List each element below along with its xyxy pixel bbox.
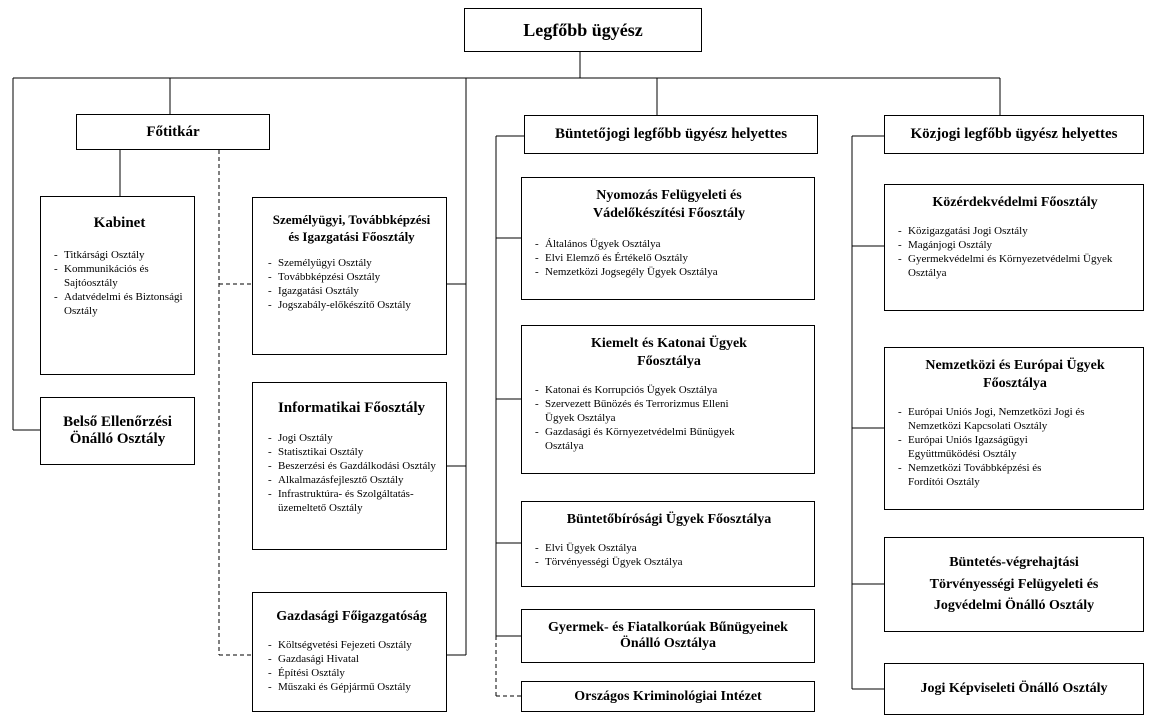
kriminologiai-title: Országos Kriminológiai Intézet xyxy=(574,688,762,704)
kriminologiai-box: Országos Kriminológiai Intézet xyxy=(521,681,815,712)
list-item: Európai Uniós Jogi, Nemzetközi Jogi és N… xyxy=(897,405,1127,433)
gazdasagi-title: Gazdasági Főigazgatóság xyxy=(276,609,427,624)
nemzetkozi-box: Nemzetközi és Európai Ügyek Főosztálya E… xyxy=(884,347,1144,510)
nemzetkozi-list: Európai Uniós Jogi, Nemzetközi Jogi és N… xyxy=(897,405,1133,489)
list-item: Gyermekvédelmi és Környezetvédelmi Ügyek… xyxy=(897,252,1121,280)
list-item: Személyügyi Osztály xyxy=(267,256,436,270)
buntetobirosagi-list: Elvi Ügyek Osztálya Törvényességi Ügyek … xyxy=(534,541,804,569)
list-item: Elvi Elemző és Értékelő Osztály xyxy=(534,251,804,265)
list-item: Gazdasági Hivatal xyxy=(267,652,436,666)
list-item: Adatvédelmi és Biztonsági Osztály xyxy=(53,290,186,318)
fotitkar-box: Főtitkár xyxy=(76,114,270,150)
list-item: Építési Osztály xyxy=(267,666,436,680)
list-item: Gazdasági és Környezetvédelmi Bűnügyek O… xyxy=(534,425,744,453)
kozerdekvedelmi-box: Közérdekvédelmi Főosztály Közigazgatási … xyxy=(884,184,1144,311)
kiemelt-box: Kiemelt és Katonai Ügyek Főosztálya Kato… xyxy=(521,325,815,474)
list-item: Infrastruktúra- és Szolgáltatás-üzemelte… xyxy=(267,487,436,515)
nyomozas-list: Általános Ügyek Osztálya Elvi Elemző és … xyxy=(534,237,804,279)
list-item: Általános Ügyek Osztálya xyxy=(534,237,804,251)
list-item: Jogi Osztály xyxy=(267,431,436,445)
buntetobirosagi-box: Büntetőbírósági Ügyek Főosztálya Elvi Üg… xyxy=(521,501,815,587)
buntetobirosagi-title: Büntetőbírósági Ügyek Főosztálya xyxy=(566,512,772,527)
buntetes-vegrehajtasi-title: Büntetés-végrehajtási Törvényességi Felü… xyxy=(929,554,1099,614)
list-item: Elvi Ügyek Osztálya xyxy=(534,541,804,555)
list-item: Kommunikációs és Sajtóosztály xyxy=(53,262,186,290)
kiemelt-title: Kiemelt és Katonai Ügyek Főosztálya xyxy=(591,336,747,370)
informatikai-box: Informatikai Főosztály Jogi Osztály Stat… xyxy=(252,382,447,550)
kabinet-list: Titkársági Osztály Kommunikációs és Sajt… xyxy=(53,248,186,318)
jogi-kepviseleti-box: Jogi Képviseleti Önálló Osztály xyxy=(884,663,1144,715)
list-item: Nemzetközi Jogsegély Ügyek Osztálya xyxy=(534,265,804,279)
kabinet-title: Kabinet xyxy=(93,215,146,231)
list-item: Továbbképzési Osztály xyxy=(267,270,436,284)
list-item: Törvényességi Ügyek Osztálya xyxy=(534,555,804,569)
kozjogi-box: Közjogi legfőbb ügyész helyettes xyxy=(884,115,1144,154)
list-item: Szervezett Bűnözés és Terrorizmus Elleni… xyxy=(534,397,744,425)
fotitkar-title: Főtitkár xyxy=(146,123,200,140)
legfobb-ugyesz-title: Legfőbb ügyész xyxy=(523,19,643,40)
list-item: Nemzetközi Továbbképzési és Fordítói Osz… xyxy=(897,461,1127,489)
list-item: Magánjogi Osztály xyxy=(897,238,1121,252)
szemelyugyi-list: Személyügyi Osztály Továbbképzési Osztál… xyxy=(267,256,436,312)
kiemelt-list: Katonai és Korrupciós Ügyek Osztálya Sze… xyxy=(534,383,804,453)
jogi-kepviseleti-title: Jogi Képviseleti Önálló Osztály xyxy=(920,681,1108,696)
szemelyugyi-title: Személyügyi, Továbbképzési és Igazgatási… xyxy=(272,212,431,244)
belso-ellenorzesi-box: Belső Ellenőrzési Önálló Osztály xyxy=(40,397,195,465)
list-item: Európai Uniós Igazságügyi Együttműködési… xyxy=(897,433,1127,461)
buntetes-vegrehajtasi-box: Büntetés-végrehajtási Törvényességi Felü… xyxy=(884,537,1144,632)
list-item: Statisztikai Osztály xyxy=(267,445,436,459)
nemzetkozi-title: Nemzetközi és Európai Ügyek Főosztálya xyxy=(925,358,1105,392)
list-item: Katonai és Korrupciós Ügyek Osztálya xyxy=(534,383,744,397)
buntetojogi-title: Büntetőjogi legfőbb ügyész helyettes xyxy=(554,126,788,142)
list-item: Jogszabály-előkészítő Osztály xyxy=(267,298,436,312)
gazdasagi-list: Költségvetési Fejezeti Osztály Gazdasági… xyxy=(267,638,436,694)
buntetojogi-box: Büntetőjogi legfőbb ügyész helyettes xyxy=(524,115,818,154)
belso-ellenorzesi-title: Belső Ellenőrzési Önálló Osztály xyxy=(63,414,172,447)
gyermek-title: Gyermek- és Fiatalkorúak Bűnügyeinek Öná… xyxy=(548,620,788,651)
list-item: Költségvetési Fejezeti Osztály xyxy=(267,638,436,652)
gyermek-box: Gyermek- és Fiatalkorúak Bűnügyeinek Öná… xyxy=(521,609,815,663)
kabinet-box: Kabinet Titkársági Osztály Kommunikációs… xyxy=(40,196,195,375)
list-item: Titkársági Osztály xyxy=(53,248,186,262)
list-item: Alkalmazásfejlesztő Osztály xyxy=(267,473,436,487)
list-item: Beszerzési és Gazdálkodási Osztály xyxy=(267,459,436,473)
informatikai-title: Informatikai Főosztály xyxy=(277,400,426,416)
kozerdekvedelmi-title: Közérdekvédelmi Főosztály xyxy=(932,195,1098,210)
informatikai-list: Jogi Osztály Statisztikai Osztály Beszer… xyxy=(267,431,436,515)
kozjogi-title: Közjogi legfőbb ügyész helyettes xyxy=(910,126,1118,142)
gazdasagi-box: Gazdasági Főigazgatóság Költségvetési Fe… xyxy=(252,592,447,712)
legfobb-ugyesz-box: Legfőbb ügyész xyxy=(464,8,702,52)
kozerdekvedelmi-list: Közigazgatási Jogi Osztály Magánjogi Osz… xyxy=(897,224,1133,280)
list-item: Igazgatási Osztály xyxy=(267,284,436,298)
nyomozas-title: Nyomozás Felügyeleti és Vádelőkészítési … xyxy=(592,188,746,222)
szemelyugyi-box: Személyügyi, Továbbképzési és Igazgatási… xyxy=(252,197,447,355)
list-item: Közigazgatási Jogi Osztály xyxy=(897,224,1121,238)
list-item: Műszaki és Gépjármű Osztály xyxy=(267,680,436,694)
nyomozas-box: Nyomozás Felügyeleti és Vádelőkészítési … xyxy=(521,177,815,300)
